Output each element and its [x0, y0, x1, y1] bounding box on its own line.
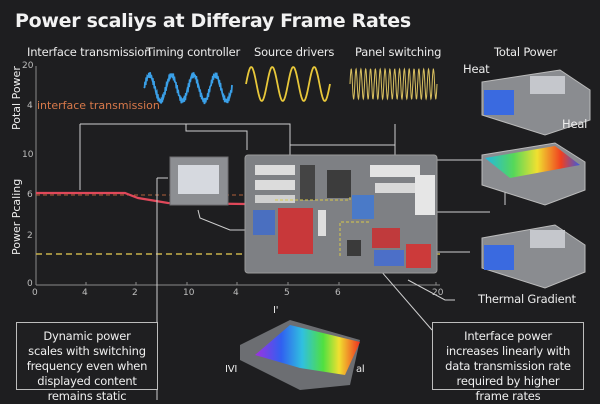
panel-switching-waveform: [349, 67, 438, 101]
label-panel-switching: Panel switching: [355, 45, 442, 59]
x-tick-label: 2: [132, 288, 138, 298]
x-tick-label: 6: [335, 288, 341, 298]
x-tick-label: 0: [32, 288, 38, 298]
heat-label: Heat: [463, 62, 490, 76]
y-axis-label-top: Potal Power: [10, 66, 23, 130]
label-total-power: Total Power: [494, 45, 558, 59]
interface-series-label: interface transmission: [37, 99, 160, 112]
y-tick-0: 0: [27, 279, 33, 289]
heal-label: Heal: [562, 117, 588, 131]
y-axis-label-bottom: Power Pcaling: [10, 178, 23, 255]
cool-module: [481, 224, 586, 289]
panel-label-top: I': [273, 305, 279, 316]
label-timing-controller: Timing controller: [146, 45, 240, 59]
timing-controller-board: [169, 156, 229, 206]
x-ticks: [35, 282, 437, 285]
main-pcb: [244, 154, 438, 274]
label-source-drivers: Source drivers: [254, 45, 335, 59]
panel-label-left: IVI: [225, 364, 238, 375]
y-tick-2: 2: [27, 231, 33, 241]
label-interface-transmission: Interface transmission: [27, 45, 152, 59]
y-tick-6: 6: [27, 190, 33, 200]
x-tick-label: 10: [183, 288, 195, 298]
x-tick-label: 4: [233, 288, 239, 298]
y-tick-4: 4: [27, 101, 33, 111]
total-power-module: [481, 69, 591, 136]
note-dynamic-power: Dynamic power scales with switching freq…: [16, 322, 158, 403]
note-interface-power: Interface power increases linearly with …: [432, 322, 584, 403]
timing-controller-waveform: [143, 72, 233, 105]
y-tick-20: 20: [22, 61, 34, 71]
source-drivers-waveform: [245, 66, 331, 102]
thermal-gradient-label: Thermal Gradient: [478, 292, 576, 306]
x-tick-label: 4: [82, 288, 88, 298]
thermal-panel: [240, 320, 360, 390]
thermal-module: [481, 142, 586, 206]
panel-label-right: al: [356, 364, 365, 375]
page-title: Power scaliys at Differay Frame Rates: [15, 10, 411, 32]
y-tick-10: 10: [22, 150, 34, 160]
x-tick-label: 20: [432, 288, 444, 298]
connector-lines: [79, 123, 506, 400]
x-tick-label: 5: [284, 288, 290, 298]
